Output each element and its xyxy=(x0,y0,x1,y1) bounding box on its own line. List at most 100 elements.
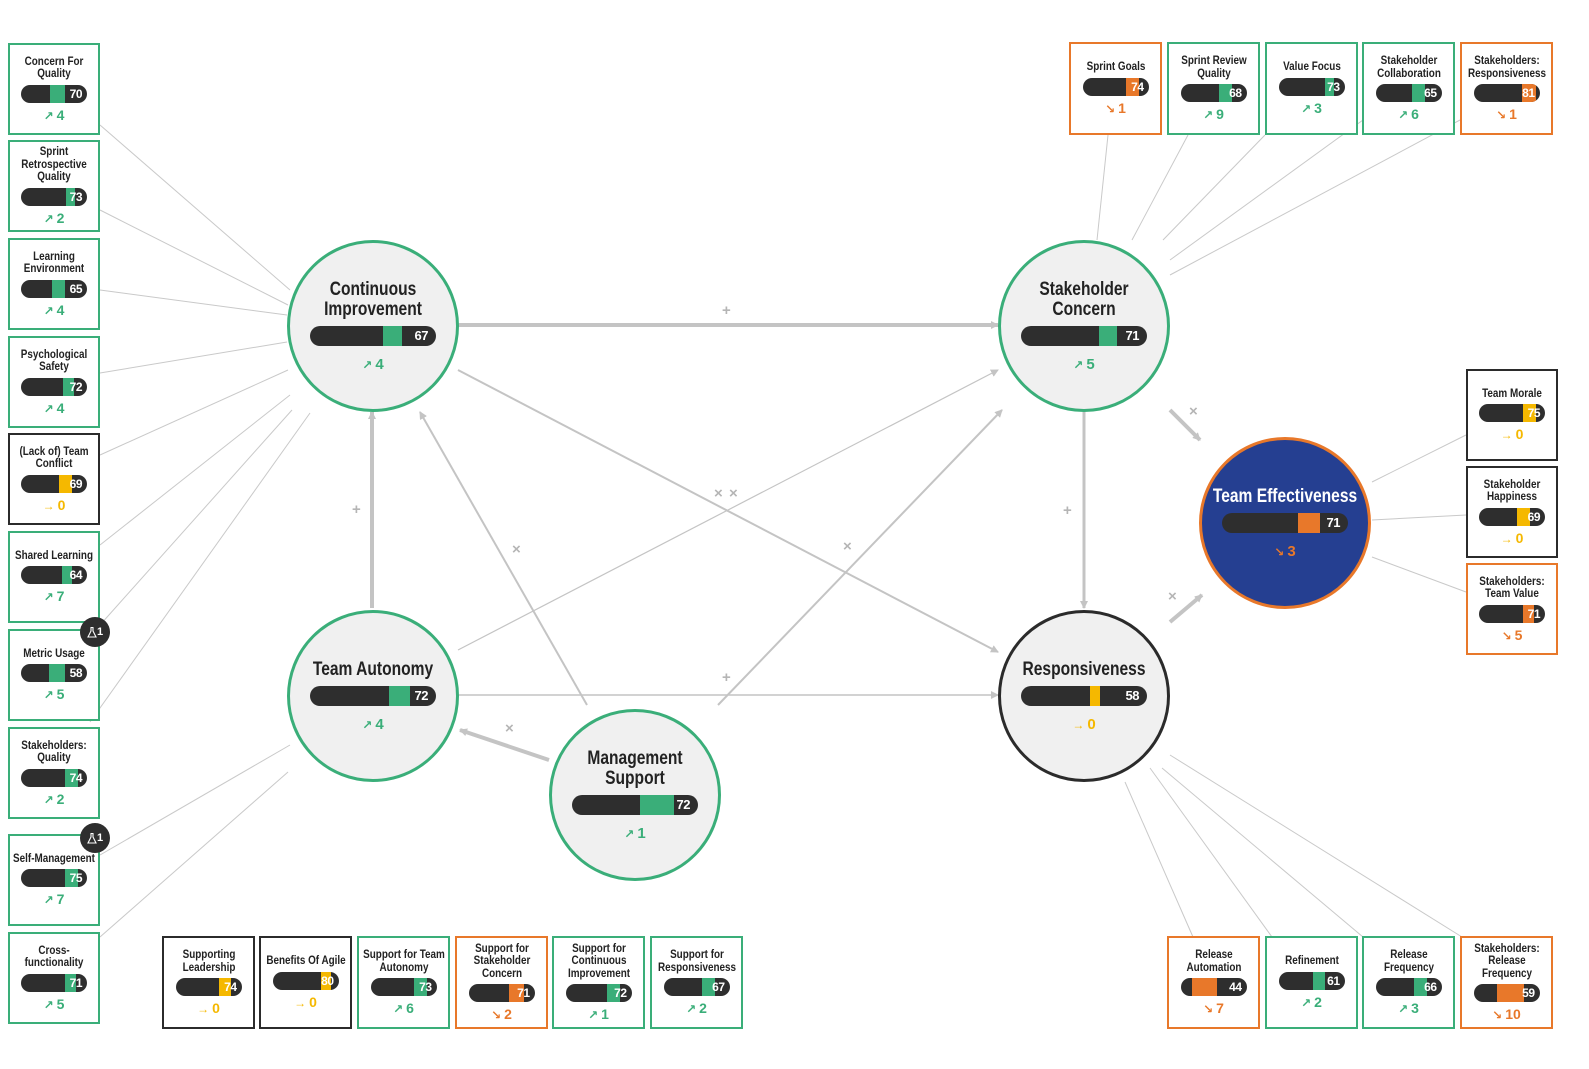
score-bar: 69 xyxy=(21,474,87,493)
score-value: 68 xyxy=(1229,86,1242,100)
trend-value: 1 xyxy=(1509,106,1517,122)
score-bar: 73 xyxy=(21,187,87,206)
metric-card-benefits-of-agile[interactable]: Benefits Of Agile 80 →0 xyxy=(259,936,352,1029)
score-bar: 80 xyxy=(272,971,339,990)
trend-up-icon: ↗ xyxy=(362,357,373,372)
trend-up-icon: ↗ xyxy=(43,401,54,416)
trend-indicator: ↗4 xyxy=(44,302,65,318)
times-sign: × xyxy=(1168,588,1177,605)
score-value: 58 xyxy=(69,666,83,681)
trend-value: 0 xyxy=(1515,529,1524,546)
score-bar: 75 xyxy=(21,869,87,888)
trend-value: 1 xyxy=(601,1006,609,1023)
times-sign: × xyxy=(843,538,852,555)
trend-indicator: →0 xyxy=(1072,716,1095,733)
score-segment xyxy=(48,664,65,683)
metric-card-concern-for-quality[interactable]: Concern For Quality 70 ↗4 xyxy=(8,43,100,135)
trend-value: 6 xyxy=(406,1000,414,1016)
score-segment xyxy=(389,685,410,706)
score-segment xyxy=(607,984,621,1003)
metric-label: Psychological Safety xyxy=(20,348,88,374)
node-continuous-improvement[interactable]: Continuous Improvement 67 ↗4 xyxy=(287,240,459,412)
trend-indicator: ↘5 xyxy=(1502,627,1523,643)
metric-card-supporting-leadership[interactable]: Supporting Leadership 74 →0 xyxy=(162,936,255,1029)
score-value: 69 xyxy=(69,476,83,491)
score-segment xyxy=(64,768,78,787)
score-segment xyxy=(701,978,715,996)
score-segment xyxy=(1324,77,1334,96)
metric-card-stakeholder-happiness[interactable]: Stakeholder Happiness 69 →0 xyxy=(1466,466,1558,558)
metric-label: Refinement xyxy=(1284,955,1339,968)
trend-indicator: ↘7 xyxy=(1203,1000,1224,1016)
node-management-support[interactable]: Management Support 72 ↗1 xyxy=(549,709,721,881)
score-segment xyxy=(1522,84,1536,102)
experiment-badge[interactable]: 1 xyxy=(80,617,110,647)
trend-indicator: ↗7 xyxy=(44,891,65,907)
metric-card-stakeholders-responsiveness[interactable]: Stakeholders: Responsiveness 81 ↘1 xyxy=(1460,42,1553,135)
metric-card-team-morale[interactable]: Team Morale 75 →0 xyxy=(1466,369,1558,461)
experiment-badge[interactable]: 1 xyxy=(80,823,110,853)
metric-card-stakeholders-release-frequency[interactable]: Stakeholders: Release Frequency 59 ↘10 xyxy=(1460,936,1553,1029)
score-segment xyxy=(1411,84,1425,102)
score-segment xyxy=(1496,984,1525,1003)
score-segment xyxy=(640,794,675,815)
times-sign: × xyxy=(505,720,514,737)
metric-label: Sprint Goals xyxy=(1086,61,1145,74)
metric-label: Concern For Quality xyxy=(24,55,84,81)
metric-card-release-automation[interactable]: Release Automation 44 ↘7 xyxy=(1167,936,1260,1029)
metric-card-refinement[interactable]: Refinement 61 ↗2 xyxy=(1265,936,1358,1029)
times-sign: × xyxy=(714,485,723,502)
trend-indicator: ↗6 xyxy=(1398,106,1419,122)
metric-card-sprint-goals[interactable]: Sprint Goals 74 ↘1 xyxy=(1069,42,1162,135)
metric-card-support-for-continuous-improvement[interactable]: Support for Continuous Improvement 72 ↗1 xyxy=(552,936,645,1029)
score-segment xyxy=(383,325,402,346)
trend-down-icon: ↘ xyxy=(1501,628,1512,643)
trend-value: 5 xyxy=(56,686,65,703)
metric-card-sprint-review-quality[interactable]: Sprint Review Quality 68 ↗9 xyxy=(1167,42,1260,135)
metric-card-stakeholder-collaboration[interactable]: Stakeholder Collaboration 65 ↗6 xyxy=(1362,42,1455,135)
node-stakeholder-concern[interactable]: Stakeholder Concern 71 ↗5 xyxy=(998,240,1170,412)
node-responsiveness[interactable]: Responsiveness 58 →0 xyxy=(998,610,1170,782)
trend-flat-icon: → xyxy=(1500,531,1513,546)
score-bar: 66 xyxy=(1375,978,1442,996)
metric-card-release-frequency[interactable]: Release Frequency 66 ↗3 xyxy=(1362,936,1455,1029)
node-team-autonomy[interactable]: Team Autonomy 72 ↗4 xyxy=(287,610,459,782)
score-bar: 65 xyxy=(1375,84,1442,102)
metric-card-metric-usage[interactable]: Metric Usage 58 ↗5 xyxy=(8,629,100,721)
trend-up-icon: ↗ xyxy=(588,1008,599,1023)
trend-value: 0 xyxy=(212,1000,220,1016)
trend-up-icon: ↗ xyxy=(43,893,54,908)
metric-card-psychological-safety[interactable]: Psychological Safety 72 ↗4 xyxy=(8,336,100,428)
metric-card-learning-environment[interactable]: Learning Environment 65 ↗4 xyxy=(8,238,100,330)
score-segment xyxy=(64,869,78,888)
metric-card-support-for-responsiveness[interactable]: Support for Responsiveness 67 ↗2 xyxy=(650,936,743,1029)
score-value: 75 xyxy=(1527,406,1541,421)
trend-indicator: ↗4 xyxy=(44,107,65,123)
metric-label: Supporting Leadership xyxy=(182,949,235,974)
score-bar: 61 xyxy=(1278,971,1345,990)
trend-value: 0 xyxy=(57,496,66,513)
score-value: 75 xyxy=(69,871,83,886)
metric-card-lack-of-team-conflict[interactable]: (Lack of) Team Conflict 69 →0 xyxy=(8,433,100,525)
trend-indicator: →0 xyxy=(43,497,66,513)
score-value: 61 xyxy=(1327,973,1340,988)
node-team-effectiveness[interactable]: Team Effectiveness 71 ↘3 xyxy=(1199,437,1371,609)
trend-up-icon: ↗ xyxy=(393,1002,404,1016)
metric-card-cross-functionality[interactable]: Cross-functionality 71 ↗5 xyxy=(8,932,100,1024)
metric-card-sprint-retrospective-quality[interactable]: Sprint Retrospective Quality 73 ↗2 xyxy=(8,140,100,232)
trend-indicator: ↗3 xyxy=(1398,1000,1419,1016)
trend-up-icon: ↗ xyxy=(686,1002,697,1016)
metric-card-support-for-team-autonomy[interactable]: Support for Team Autonomy 73 ↗6 xyxy=(357,936,450,1029)
metric-card-value-focus[interactable]: Value Focus 73 ↗3 xyxy=(1265,42,1358,135)
metric-card-shared-learning[interactable]: Shared Learning 64 ↗7 xyxy=(8,531,100,623)
score-value: 44 xyxy=(1229,980,1242,994)
trend-value: 3 xyxy=(1287,542,1296,560)
trend-indicator: ↗4 xyxy=(362,356,383,373)
plus-sign: + xyxy=(722,302,731,319)
trend-indicator: →0 xyxy=(294,994,317,1010)
trend-indicator: ↗2 xyxy=(44,210,65,226)
metric-card-support-for-stakeholder-concern[interactable]: Support for Stakeholder Concern 71 ↘2 xyxy=(455,936,548,1029)
score-value: 71 xyxy=(517,986,530,1001)
metric-card-stakeholders-team-value[interactable]: Stakeholders: Team Value 71 ↘5 xyxy=(1466,563,1558,655)
metric-card-stakeholders-quality[interactable]: Stakeholders: Quality 74 ↗2 xyxy=(8,727,100,819)
